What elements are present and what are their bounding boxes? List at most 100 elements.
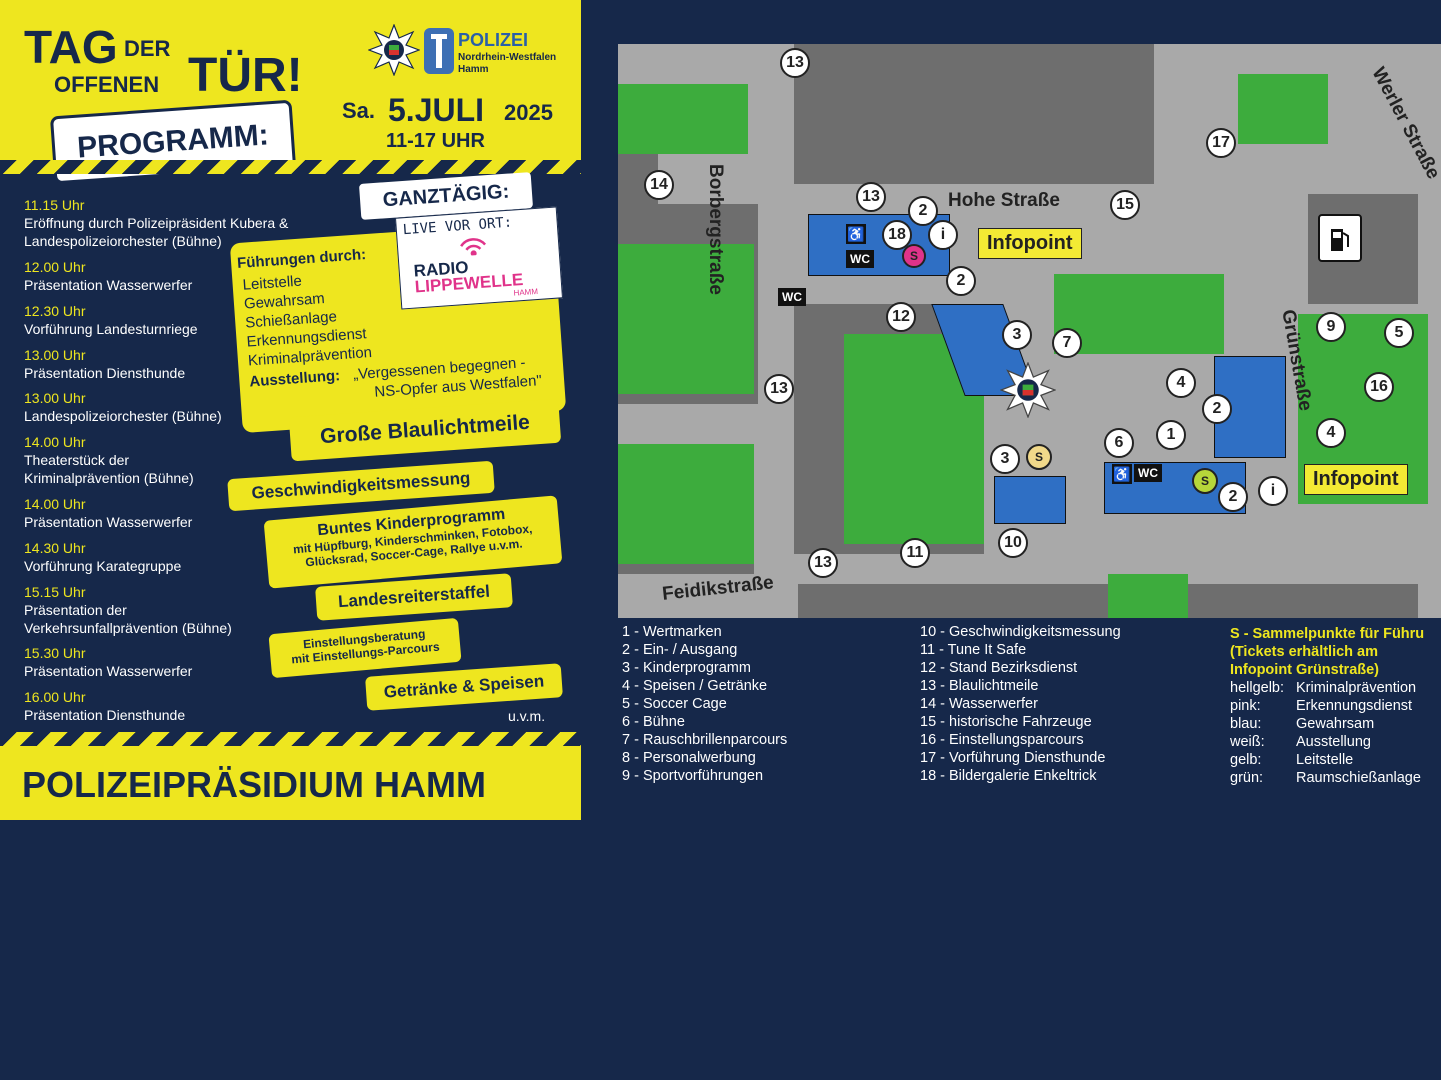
schedule-time: 15.15 Uhr	[24, 584, 86, 600]
map-marker: 3	[1002, 320, 1032, 350]
green-area	[618, 244, 754, 394]
legend-item: 6 - Bühne	[622, 714, 685, 730]
map-marker: 4	[1166, 368, 1196, 398]
footer-title: POLIZEIPRÄSIDIUM HAMM	[22, 764, 486, 805]
wc-label: WC	[846, 250, 874, 268]
legend-item: 4 - Speisen / Getränke	[622, 678, 768, 694]
map-marker: 10	[998, 528, 1028, 558]
radio-hamm-label: HAMM	[513, 286, 539, 298]
map-marker: 4	[1316, 418, 1346, 448]
map-marker: 15	[1110, 190, 1140, 220]
map-marker: 13	[808, 548, 838, 578]
map-marker: 6	[1104, 428, 1134, 458]
polizei-city: Hamm	[458, 64, 489, 75]
color-key: hellgelb:	[1230, 680, 1285, 696]
color-value: Leitstelle	[1296, 752, 1354, 768]
title-tuer: TÜR!	[188, 49, 303, 102]
color-value: Ausstellung	[1296, 734, 1371, 750]
color-key: gelb:	[1230, 752, 1262, 768]
color-key: weiß:	[1230, 734, 1265, 750]
hazard-stripe-top	[0, 160, 581, 174]
legend-sammelpunkte: S - Sammelpunkte für Führu	[1230, 626, 1425, 642]
sammelpunkt-marker: S	[902, 244, 926, 268]
live-vor-ort: LIVE VOR ORT:	[402, 214, 513, 239]
date-year: 2025	[504, 100, 553, 125]
police-star-icon	[999, 361, 1057, 419]
title-offenen: OFFENEN	[54, 72, 160, 97]
schedule-desc: Landespolizeiorchester (Bühne)	[24, 408, 222, 424]
schedule-desc: Präsentation Diensthunde	[24, 365, 186, 381]
map-marker: 2	[1202, 394, 1232, 424]
legend-item: 14 - Wasserwerfer	[920, 696, 1038, 712]
date-prefix: Sa.	[342, 98, 376, 123]
map-marker: 11	[900, 538, 930, 568]
map-marker: 12	[886, 302, 916, 332]
street-werler: Werler Straße	[1367, 64, 1441, 183]
wheelchair-icon: ♿	[846, 224, 866, 244]
legend-item: 17 - Vorführung Diensthunde	[920, 750, 1106, 766]
fuehrung-item: Leitstelle	[242, 272, 303, 294]
map-marker: 5	[1384, 318, 1414, 348]
green-area	[1238, 74, 1328, 144]
map-marker: 13	[856, 182, 886, 212]
map-marker: 16	[1364, 372, 1394, 402]
schedule-time: 13.00 Uhr	[24, 390, 86, 406]
fuel-station-icon	[1318, 214, 1362, 262]
wc-label: WC	[778, 288, 806, 306]
legend-item: 13 - Blaulichtmeile	[920, 678, 1039, 694]
police-star-logo	[367, 23, 421, 77]
schedule-desc: Präsentation Wasserwerfer	[24, 663, 193, 679]
green-area	[1108, 574, 1188, 618]
event-flyer: TAG DER OFFENEN TÜR! POLIZEI Nordrhein-W…	[0, 0, 581, 820]
legend-item: 9 - Sportvorführungen	[622, 768, 764, 784]
map-marker: 17	[1206, 128, 1236, 158]
map-marker: 3	[990, 444, 1020, 474]
blue-area	[994, 476, 1066, 524]
legend-item: 1 - Wertmarken	[622, 624, 722, 640]
wheelchair-icon: ♿	[1112, 464, 1132, 484]
map-marker: 2	[1218, 482, 1248, 512]
legend-item: 7 - Rauschbrillenparcours	[622, 732, 788, 748]
info-icon: i	[1258, 476, 1288, 506]
schedule-desc: Präsentation der Verkehrsunfallpräventio…	[24, 602, 232, 636]
green-area	[1054, 274, 1224, 354]
map-marker: 18	[882, 220, 912, 250]
schedule-desc: Präsentation Wasserwerfer	[24, 277, 193, 293]
map-marker: 1	[1156, 420, 1186, 450]
radio-box: LIVE VOR ORT: RADIO LIPPEWELLE HAMM	[394, 206, 564, 310]
fuehrungen-title: Führungen durch:	[236, 246, 367, 273]
map-marker: 2	[908, 196, 938, 226]
color-value: Gewahrsam	[1296, 716, 1375, 732]
legend-item: 11 - Tune It Safe	[920, 642, 1027, 658]
radio-waves-icon	[458, 236, 489, 257]
legend-item: 12 - Stand Bezirksdienst	[920, 660, 1078, 676]
street-feidik: Feidikstraße	[661, 572, 775, 605]
flyer-header: TAG DER OFFENEN TÜR! POLIZEI Nordrhein-W…	[0, 0, 581, 185]
schedule-time: 16.00 Uhr	[24, 689, 86, 705]
street-hohe: Hohe Straße	[948, 190, 1060, 211]
schedule-time: 12.00 Uhr	[24, 259, 86, 275]
sammelpunkt-marker: S	[1192, 468, 1218, 494]
background-fill	[0, 820, 1441, 1080]
date-main: 5.JULI	[388, 92, 485, 128]
legend-item: 3 - Kinderprogramm	[622, 660, 751, 676]
map-marker: 14	[644, 170, 674, 200]
police-tower-icon	[424, 28, 454, 74]
schedule-time: 15.30 Uhr	[24, 645, 86, 661]
map-marker: 13	[764, 374, 794, 404]
schedule-time: 14.30 Uhr	[24, 540, 86, 556]
getraenke-box: Getränke & Speisen	[365, 663, 563, 711]
color-value: Raumschießanlage	[1296, 770, 1421, 786]
polizei-state: Nordrhein-Westfalen	[458, 52, 557, 63]
legend-sammelpunkte: Infopoint Grünstraße)	[1230, 662, 1380, 678]
legend-item: 16 - Einstellungsparcours	[920, 732, 1084, 748]
color-key: grün:	[1230, 770, 1264, 786]
schedule-time: 12.30 Uhr	[24, 303, 86, 319]
uvm-label: u.v.m.	[508, 708, 546, 724]
kinderprogramm-box: Buntes Kinderprogramm mit Hüpfburg, Kind…	[263, 495, 563, 589]
legend-item: 5 - Soccer Cage	[622, 696, 727, 712]
map-marker: 13	[780, 48, 810, 78]
polizei-label: POLIZEI	[458, 30, 529, 50]
wc-label: WC	[1134, 464, 1162, 482]
sammelpunkt-marker: S	[1026, 444, 1052, 470]
